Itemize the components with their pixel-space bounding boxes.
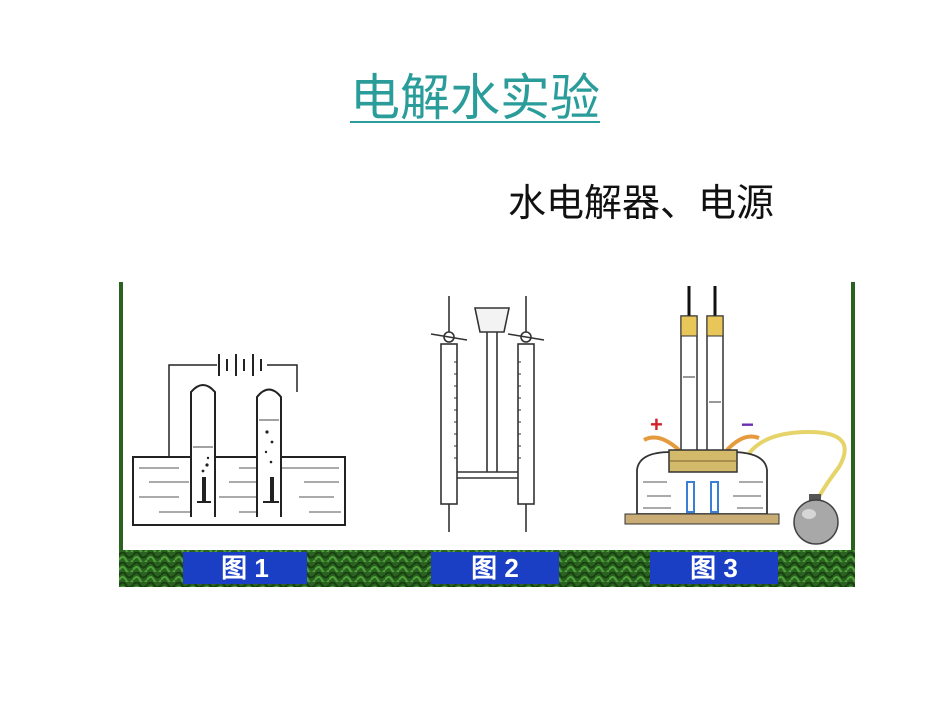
figure-1-caption: 图 1 <box>183 552 307 584</box>
figure-2-label: 图 2 <box>471 553 519 583</box>
figure-1-apparatus <box>132 354 346 526</box>
subtitle: 水电解器、电源 <box>508 181 775 225</box>
figure-1-label: 图 1 <box>221 553 269 583</box>
rubber-bulb-icon <box>793 494 839 545</box>
right-border <box>851 282 855 552</box>
figure-3-caption: 图 3 <box>650 552 778 584</box>
experiment-figure-panel: + − 图 1 图 2 <box>119 282 855 587</box>
negative-sign: − <box>741 412 754 437</box>
figure-3-apparatus: + − <box>624 286 847 545</box>
figure-2-apparatus <box>430 296 545 532</box>
left-border <box>119 282 123 552</box>
page-title: 电解水实验 <box>350 69 600 127</box>
positive-sign: + <box>650 412 663 437</box>
figure-2-caption: 图 2 <box>431 552 559 584</box>
figure-3-label: 图 3 <box>690 553 738 583</box>
battery-icon <box>218 354 262 376</box>
